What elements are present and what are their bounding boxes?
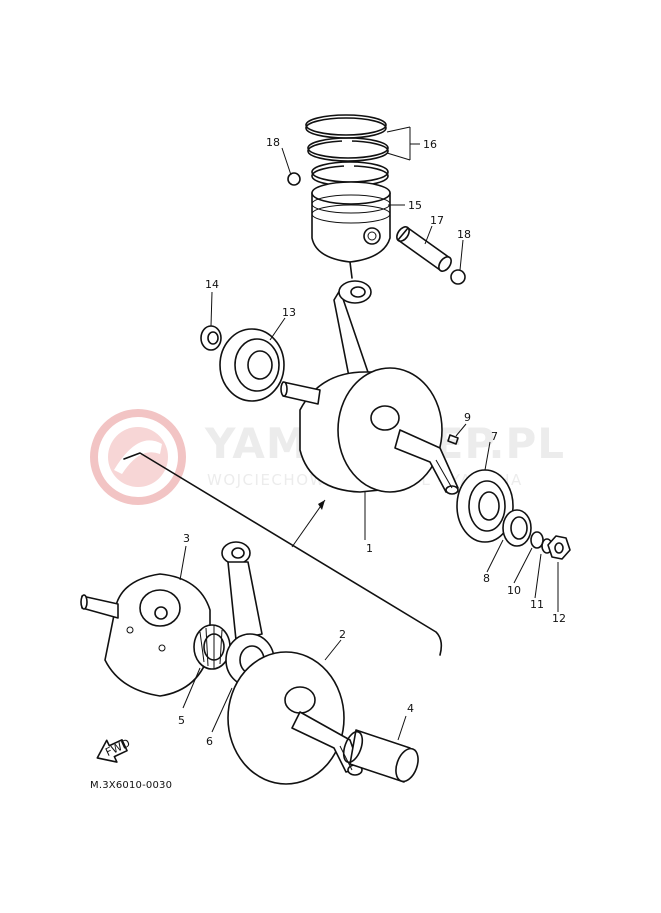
callout-1: 1 xyxy=(366,542,373,555)
piston-rings xyxy=(305,114,389,187)
callout-2: 2 xyxy=(339,628,346,641)
crankshaft-assembly xyxy=(280,280,459,495)
leader-lines-lower xyxy=(179,545,407,741)
piston-pin xyxy=(396,226,452,272)
callout-12: 12 xyxy=(552,612,566,625)
crank-left-half xyxy=(80,573,211,697)
watermark-logo xyxy=(90,409,186,505)
callout-9: 9 xyxy=(464,411,471,424)
bearing-right xyxy=(456,469,514,543)
callout-18-left: 18 xyxy=(266,136,280,149)
callout-4: 4 xyxy=(407,702,414,715)
callout-labels: 1 2 3 4 5 6 7 8 9 10 11 12 13 14 15 16 1… xyxy=(178,136,566,748)
callout-13: 13 xyxy=(282,306,296,319)
callout-10: 10 xyxy=(507,584,521,597)
oil-seal-left xyxy=(200,325,222,351)
washer xyxy=(530,531,544,549)
callout-14: 14 xyxy=(205,278,219,291)
callout-8: 8 xyxy=(483,572,490,585)
crank-pin xyxy=(342,729,419,783)
crank-right-half xyxy=(227,651,363,785)
piston xyxy=(311,181,391,279)
leader-lines-upper xyxy=(210,126,559,612)
callout-7: 7 xyxy=(491,430,498,443)
woodruff-key xyxy=(447,434,459,445)
diagram-code: M.3X6010-0030 xyxy=(90,780,172,791)
callout-17: 17 xyxy=(430,214,444,227)
callout-15: 15 xyxy=(408,199,422,212)
callout-3: 3 xyxy=(183,532,190,545)
nut xyxy=(547,535,571,560)
callout-5: 5 xyxy=(178,714,185,727)
callout-6: 6 xyxy=(206,735,213,748)
fwd-arrow-icon: FWD xyxy=(96,736,132,763)
assembly-bracket xyxy=(123,452,443,656)
circlip-right xyxy=(450,269,466,285)
callout-11: 11 xyxy=(530,598,544,611)
bearing-left xyxy=(219,328,285,402)
needle-bearing xyxy=(193,624,231,670)
callout-18-right: 18 xyxy=(457,228,471,241)
oil-seal-right xyxy=(502,509,532,547)
callout-16: 16 xyxy=(423,138,437,151)
circlip-left xyxy=(287,172,301,186)
